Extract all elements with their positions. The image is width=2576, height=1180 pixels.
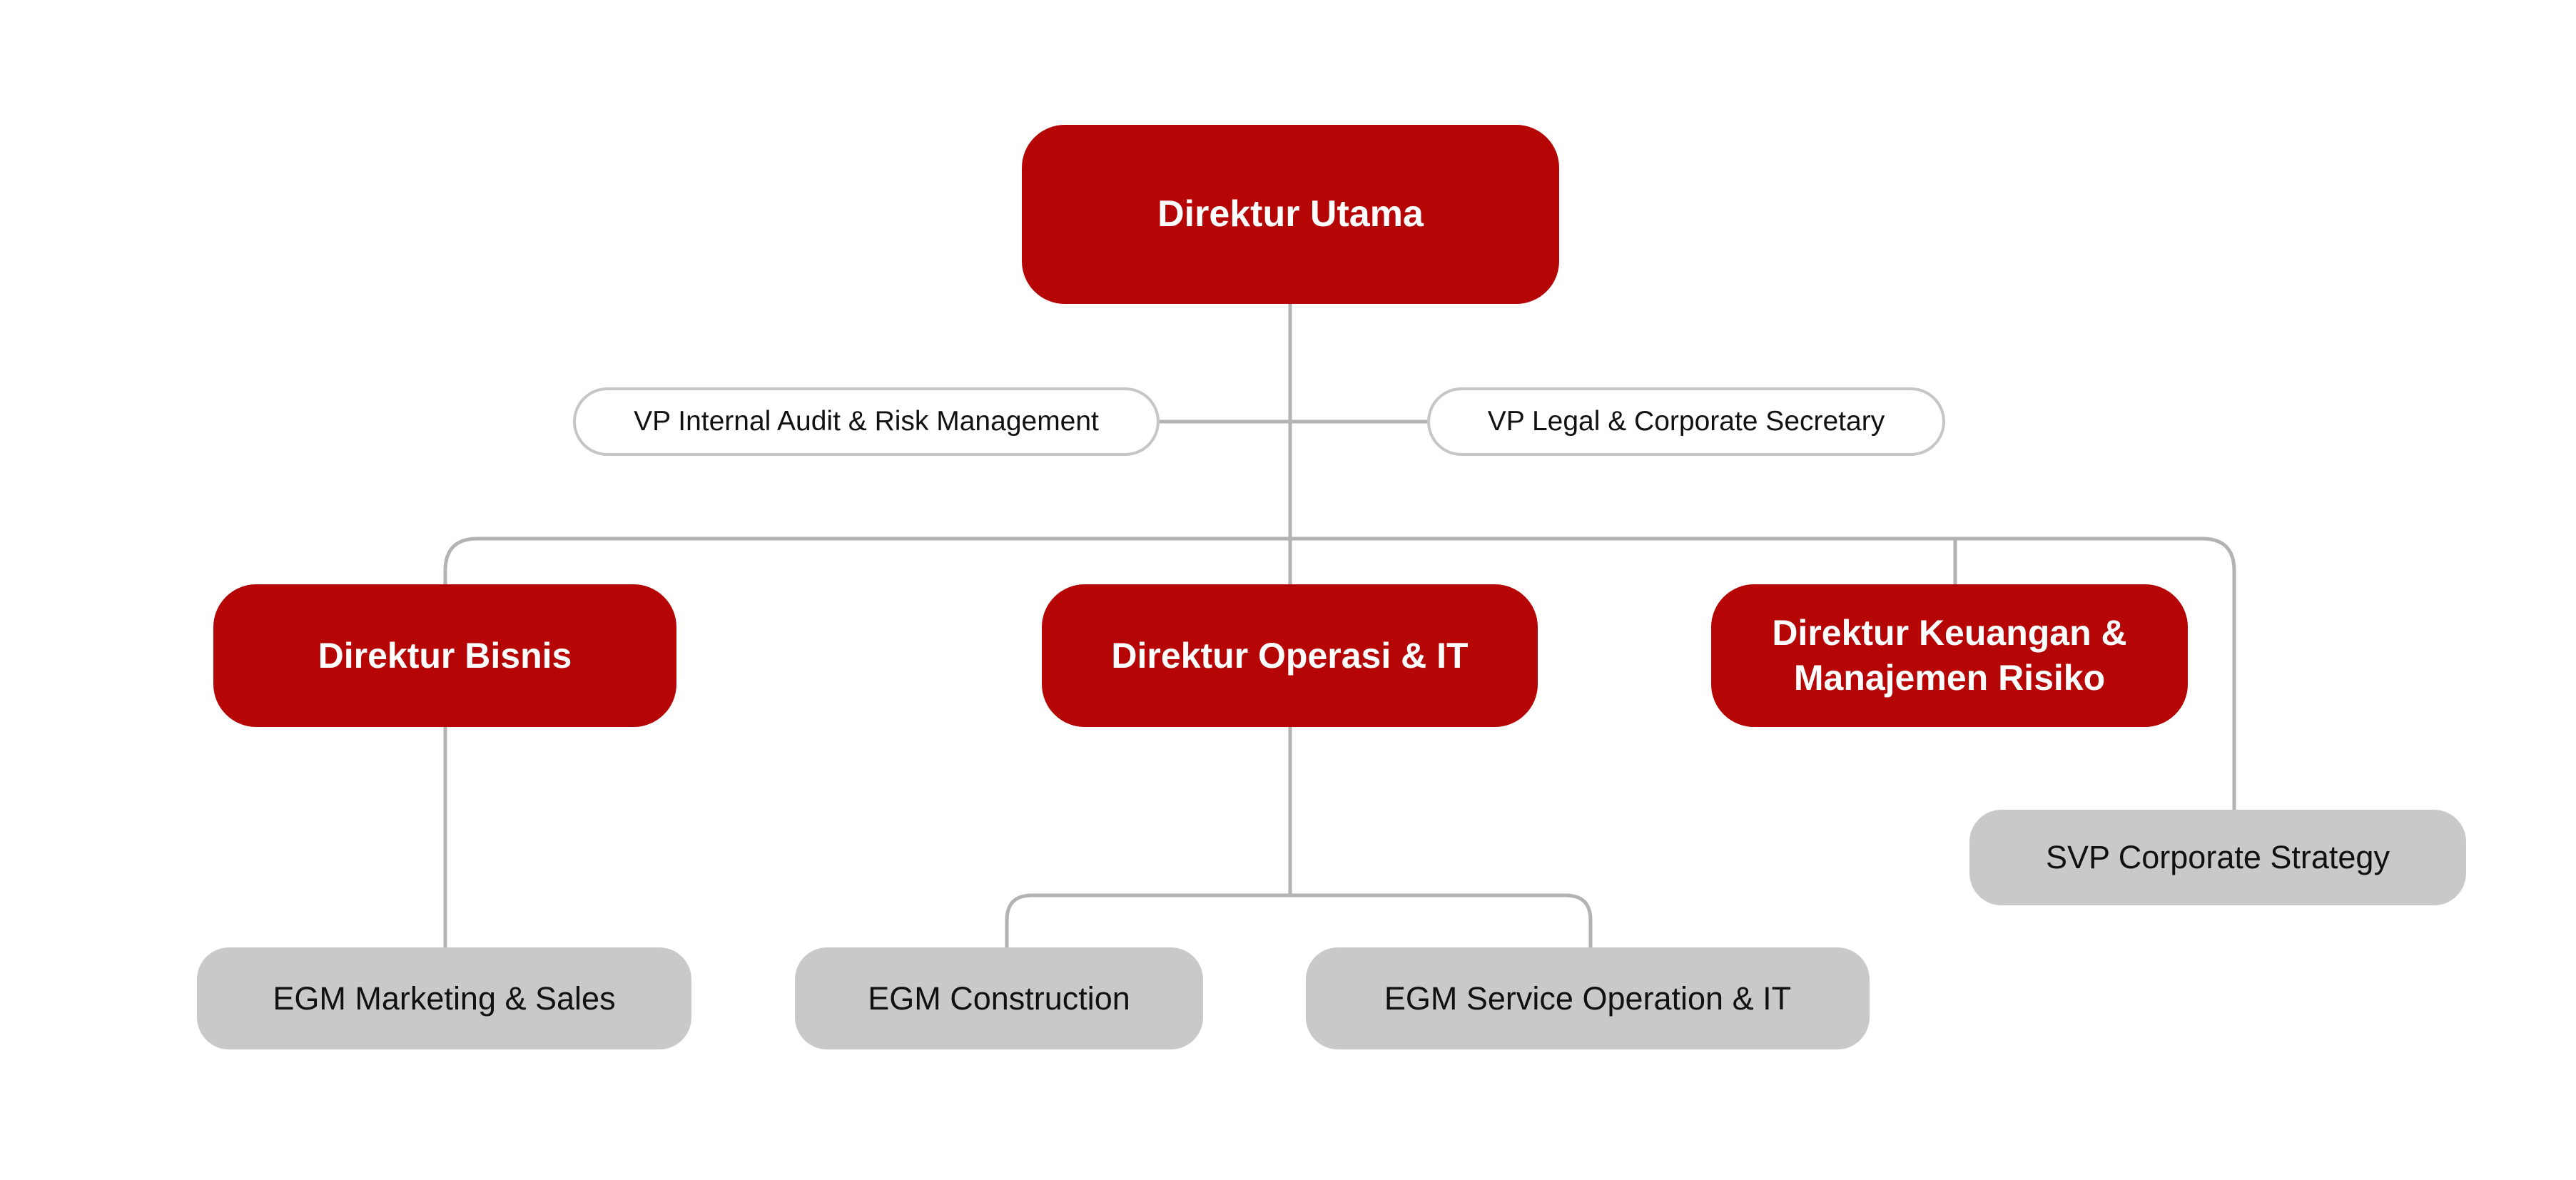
org-node-label: EGM Marketing & Sales	[273, 980, 616, 1017]
org-node-label: Direktur Utama	[1157, 193, 1424, 235]
org-node-label: VP Legal & Corporate Secretary	[1487, 406, 1885, 437]
org-node-direktur-bisnis: Direktur Bisnis	[213, 584, 676, 727]
org-node-vp-internal-audit: VP Internal Audit & Risk Management	[573, 387, 1160, 456]
edge-operasi-split	[1005, 893, 1593, 947]
org-node-label: Direktur Operasi & IT	[1111, 635, 1469, 676]
org-node-label: SVP Corporate Strategy	[2046, 839, 2390, 875]
org-node-svp-corporate-strategy: SVP Corporate Strategy	[1969, 810, 2466, 905]
org-node-egm-marketing-sales: EGM Marketing & Sales	[197, 947, 691, 1049]
org-node-label: Direktur Bisnis	[318, 635, 572, 676]
org-node-direktur-utama: Direktur Utama	[1022, 125, 1559, 304]
org-node-label: Direktur Keuangan & Manajemen Risiko	[1772, 613, 2127, 698]
org-node-label: VP Internal Audit & Risk Management	[634, 406, 1099, 437]
org-node-label: EGM Service Operation & IT	[1384, 980, 1792, 1017]
org-node-vp-legal: VP Legal & Corporate Secretary	[1427, 387, 1945, 456]
edge-level2-rail	[443, 536, 2236, 810]
org-node-egm-service-operation: EGM Service Operation & IT	[1306, 947, 1870, 1049]
org-node-direktur-operasi-it: Direktur Operasi & IT	[1042, 584, 1538, 727]
org-node-egm-construction: EGM Construction	[795, 947, 1203, 1049]
org-node-label: EGM Construction	[868, 980, 1130, 1017]
org-node-direktur-keuangan: Direktur Keuangan & Manajemen Risiko	[1711, 584, 2188, 727]
